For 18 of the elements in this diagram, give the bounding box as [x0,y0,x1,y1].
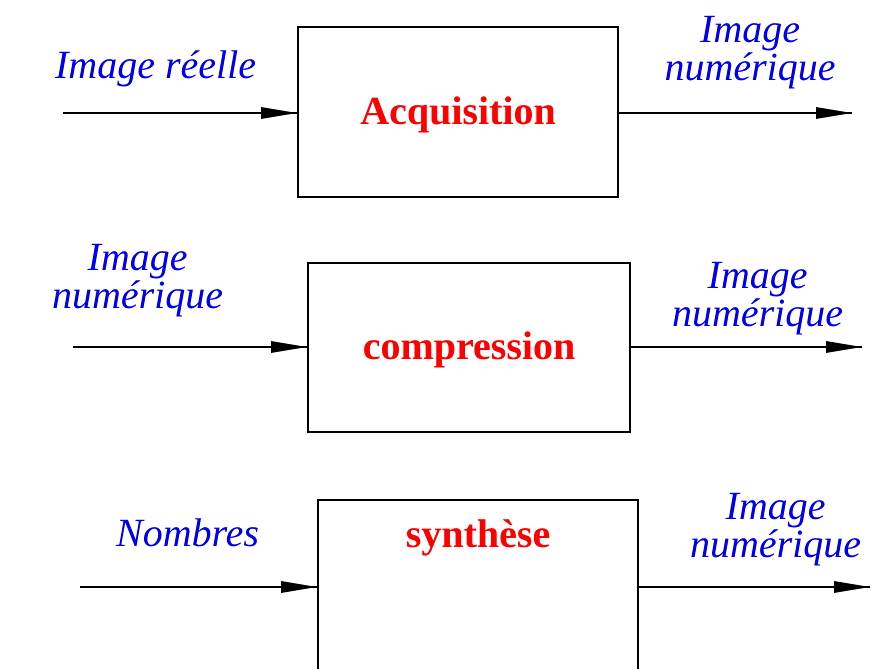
process-label: synthèse [406,510,550,556]
edge-label: Image numérique [663,10,837,86]
arrow [631,341,862,353]
arrow [63,107,297,119]
edge-label: Nombres [114,514,260,552]
process-box [297,26,619,198]
process-label: compression [362,322,576,369]
process-box [307,262,631,433]
edge-label: Image numérique [50,238,224,314]
arrow [639,581,870,593]
arrow [619,107,852,119]
arrow [73,341,307,353]
edge-label: Image numérique [670,256,844,332]
process-box [317,499,639,669]
process-label: Acquisition [360,86,556,134]
edge-label: Image réelle [54,46,257,84]
arrow [80,581,317,593]
edge-label: Image numérique [688,487,862,563]
